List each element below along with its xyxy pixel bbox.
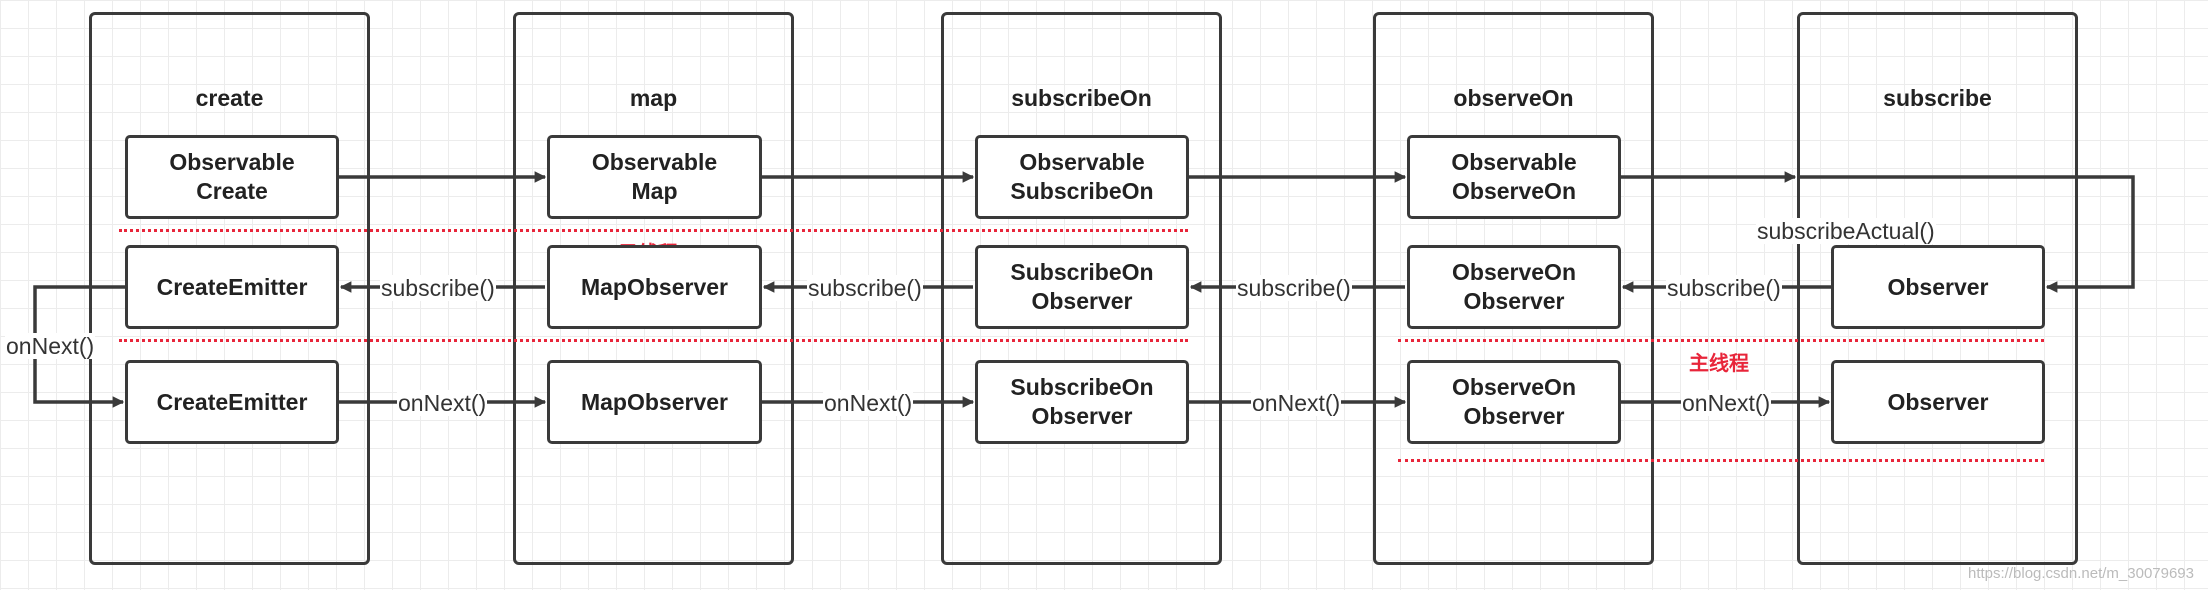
node-label-line: Observer <box>1887 388 1989 415</box>
node-create-emitter-onnext: CreateEmitter <box>125 360 339 444</box>
edge-label-subscribe: subscribe() <box>1236 275 1352 301</box>
node-subscribeon-observer-onnext: SubscribeOn Observer <box>975 360 1189 444</box>
node-observer-subscribe: Observer <box>1831 245 2045 329</box>
node-label-line: SubscribeOn <box>1010 374 1154 400</box>
edge-label-onnext: onNext() <box>397 390 488 416</box>
edge-label-onnext: onNext() <box>1251 390 1342 416</box>
column-title: subscribeOn <box>1011 85 1152 111</box>
node-subscribeon-observer-subscribe: SubscribeOn Observer <box>975 245 1189 329</box>
node-observeon-observer-onnext: ObserveOn Observer <box>1407 360 1621 444</box>
edge-label-onnext: onNext() <box>1681 390 1772 416</box>
node-label-line: CreateEmitter <box>156 273 308 300</box>
node-label-line: Observer <box>1463 403 1565 429</box>
worker-thread-divider-bottom <box>119 339 1188 342</box>
node-observable-observeon: Observable ObserveOn <box>1407 135 1621 219</box>
node-label-line: CreateEmitter <box>156 388 308 415</box>
node-label-line: ObserveOn <box>1452 178 1576 204</box>
node-label-line: ObserveOn <box>1452 259 1576 285</box>
node-label-line: ObserveOn <box>1452 374 1576 400</box>
edge-label-subscribe-actual: subscribeActual() <box>1756 218 1936 244</box>
arrow-subscribe-actual <box>1838 175 2135 293</box>
node-label-line: Observable <box>591 149 718 175</box>
node-label-line: Map <box>631 178 678 204</box>
edge-label-onnext: onNext() <box>823 390 914 416</box>
column-title: map <box>629 85 678 111</box>
node-label-line: Observer <box>1887 273 1989 300</box>
node-label-line: MapObserver <box>580 273 728 300</box>
node-label-line: Create <box>196 178 268 204</box>
node-map-observer-subscribe: MapObserver <box>547 245 762 329</box>
node-label-line: Observable <box>1451 149 1577 175</box>
node-label-line: MapObserver <box>580 388 728 415</box>
node-map-observer-onnext: MapObserver <box>547 360 762 444</box>
main-thread-label: 主线程 <box>1689 353 1749 375</box>
edge-label-onnext-loop: onNext() <box>5 333 96 359</box>
node-label-line: SubscribeOn <box>1010 259 1154 285</box>
node-observable-subscribeon: Observable SubscribeOn <box>975 135 1189 219</box>
edge-label-subscribe: subscribe() <box>1666 275 1782 301</box>
column-title: observeOn <box>1453 85 1574 111</box>
node-observable-create: Observable Create <box>125 135 339 219</box>
edge-label-subscribe: subscribe() <box>807 275 923 301</box>
main-thread-divider-top <box>1398 339 2044 342</box>
node-observer-onnext: Observer <box>1831 360 2045 444</box>
node-label-line: Observer <box>1031 403 1133 429</box>
main-thread-divider-bottom <box>1398 459 2044 462</box>
node-label-line: SubscribeOn <box>1010 178 1154 204</box>
node-label-line: Observer <box>1031 288 1133 314</box>
node-label-line: Observable <box>1019 149 1145 175</box>
worker-thread-divider-top <box>119 229 1188 232</box>
node-create-emitter-subscribe: CreateEmitter <box>125 245 339 329</box>
node-label-line: Observer <box>1463 288 1565 314</box>
edge-label-subscribe: subscribe() <box>380 275 496 301</box>
node-label-line: Observable <box>169 149 295 175</box>
node-observable-map: Observable Map <box>547 135 762 219</box>
column-title: subscribe <box>1883 85 1992 111</box>
column-title: create <box>195 85 264 111</box>
watermark: https://blog.csdn.net/m_30079693 <box>1968 565 2194 582</box>
node-observeon-observer-subscribe: ObserveOn Observer <box>1407 245 1621 329</box>
